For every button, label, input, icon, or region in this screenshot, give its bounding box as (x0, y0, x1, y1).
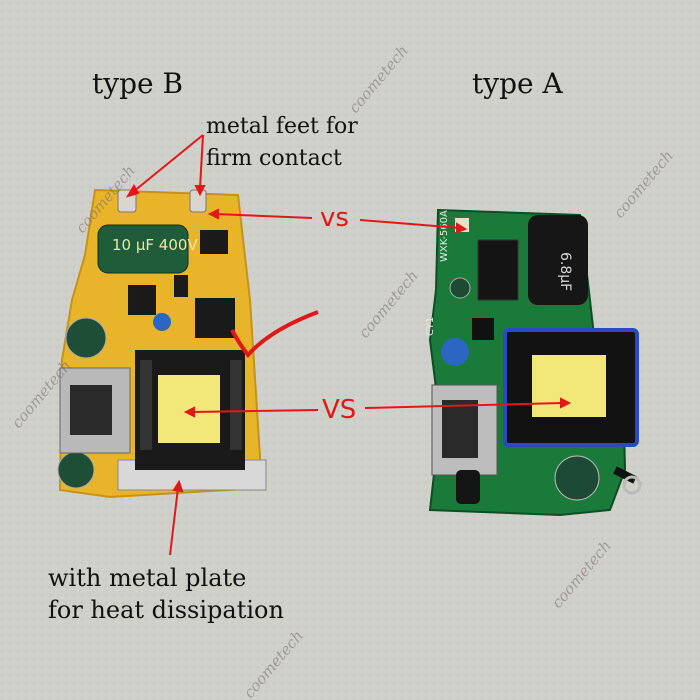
metal-foot-right (189, 189, 207, 213)
vs-top-label: vs (320, 203, 349, 233)
type-a-board: 6.8μF WXK-560A CY1 (425, 208, 642, 517)
svg-text:WXK-560A: WXK-560A (439, 210, 450, 262)
type-b-board: 10 μF 400V (57, 188, 319, 499)
type-a-electrolytic-capacitor: 6.8μF (528, 215, 588, 305)
metal-feet-arrows (125, 134, 206, 198)
metal-plate-label-line1: with metal plate (48, 564, 247, 592)
metal-feet-label-line1: metal feet for (206, 114, 358, 139)
metal-plate-arrow (169, 479, 184, 556)
type-a-transformer (503, 328, 639, 447)
vs-middle-label: VS (322, 395, 357, 425)
type-a-ic-chip (477, 239, 519, 301)
vs-middle-arrows (183, 397, 572, 418)
type-b-label: type B (92, 67, 184, 100)
type-a-label: type A (472, 67, 563, 100)
metal-plate-label-line2: for heat dissipation (48, 596, 284, 624)
svg-text:CY1: CY1 (425, 317, 436, 336)
vs-top-arrows (207, 208, 468, 234)
metal-feet-label-line2: firm contact (206, 146, 342, 171)
svg-text:6.8μF: 6.8μF (557, 252, 573, 291)
svg-text:10 μF 400V: 10 μF 400V (112, 236, 198, 254)
type-b-electrolytic-capacitor: 10 μF 400V (97, 224, 198, 274)
